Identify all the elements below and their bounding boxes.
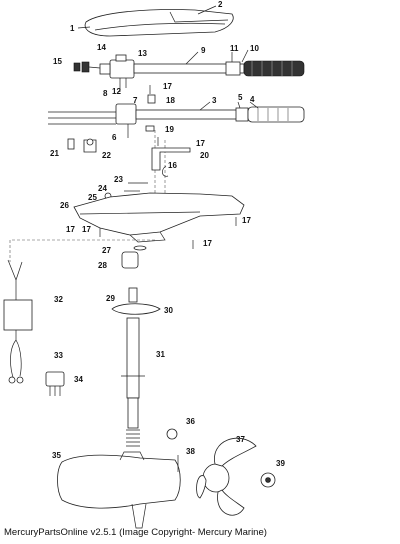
callout-11: 11 — [230, 44, 239, 53]
callout-30: 30 — [164, 306, 173, 315]
callout-3: 3 — [212, 96, 217, 105]
callout-7: 7 — [133, 96, 138, 105]
callout-25: 25 — [88, 193, 97, 202]
callout-4: 4 — [250, 95, 255, 104]
callout-38: 38 — [186, 447, 195, 456]
callout-27: 27 — [102, 246, 111, 255]
callout-31: 31 — [156, 350, 165, 359]
callout-14: 14 — [97, 43, 106, 52]
image-caption: MercuryPartsOnline v2.5.1 (Image Copyrig… — [4, 527, 267, 538]
callout-1: 1 — [70, 24, 75, 33]
leader-lines — [77, 5, 259, 111]
callout-13: 13 — [138, 49, 147, 58]
callout-5: 5 — [238, 93, 243, 102]
callout-17f: 17 — [82, 225, 91, 234]
head-assembly-lower — [48, 103, 305, 138]
callout-6: 6 — [112, 133, 117, 142]
callout-17b: 17 — [196, 139, 205, 148]
small-parts — [67, 94, 156, 153]
callout-9: 9 — [201, 46, 206, 55]
bolts — [99, 85, 237, 249]
callout-17a: 17 — [163, 82, 172, 91]
propeller — [196, 437, 257, 516]
plug — [45, 371, 65, 396]
callout-39: 39 — [276, 459, 285, 468]
cable-assembly — [3, 259, 33, 384]
callout-21: 21 — [50, 149, 59, 158]
top-cover — [84, 9, 234, 37]
callout-15: 15 — [53, 57, 62, 66]
callout-34: 34 — [74, 375, 83, 384]
callout-29: 29 — [106, 294, 115, 303]
prop-nut — [260, 472, 276, 488]
lower-unit — [57, 451, 181, 529]
callout-18: 18 — [166, 96, 175, 105]
callout-17c: 17 — [242, 216, 251, 225]
callout-16: 16 — [168, 161, 177, 170]
callout-labels: 1 2 3 4 5 6 7 8 9 10 11 12 13 14 15 16 1… — [50, 0, 285, 468]
callout-36: 36 — [186, 417, 195, 426]
shaft — [111, 287, 161, 447]
connector — [73, 61, 101, 73]
callout-2: 2 — [218, 0, 223, 9]
callout-24: 24 — [98, 184, 107, 193]
tiller-handle-upper — [133, 60, 305, 77]
callout-26: 26 — [60, 201, 69, 210]
callout-20: 20 — [200, 151, 209, 160]
callout-10: 10 — [250, 44, 259, 53]
callout-22: 22 — [102, 151, 111, 160]
callout-12: 12 — [112, 87, 121, 96]
callout-37: 37 — [236, 435, 245, 444]
callout-35: 35 — [52, 451, 61, 460]
callout-17e: 17 — [203, 239, 212, 248]
callout-23: 23 — [114, 175, 123, 184]
callout-8: 8 — [103, 89, 108, 98]
mount-bracket — [73, 192, 245, 243]
callout-28: 28 — [98, 261, 107, 270]
callout-17d: 17 — [66, 225, 75, 234]
callout-32: 32 — [54, 295, 63, 304]
callout-19: 19 — [165, 125, 174, 134]
callout-33: 33 — [54, 351, 63, 360]
